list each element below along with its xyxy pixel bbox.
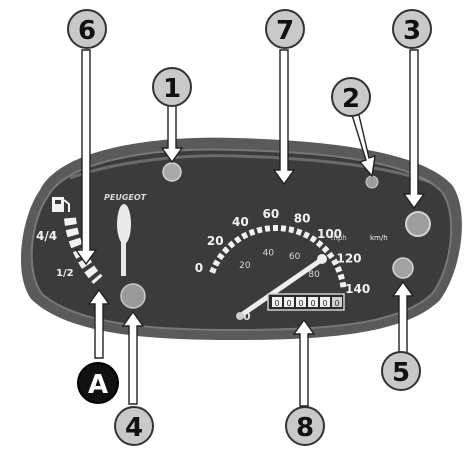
warning-light-1 — [162, 162, 182, 182]
speedometer-hub — [236, 312, 244, 320]
odometer-digit-cell — [332, 297, 342, 307]
odometer-digit-cell — [308, 297, 318, 307]
callout-2: 2 — [331, 77, 371, 117]
odometer-digit: 0 — [310, 299, 315, 308]
callout-5-label: 5 — [392, 358, 410, 388]
arrow-1 — [160, 103, 184, 164]
arrow-2 — [351, 109, 376, 178]
mph-tick-label: 40 — [263, 249, 275, 259]
arrow-6 — [74, 49, 98, 266]
speedometer-needle — [237, 255, 327, 319]
speedometer-needle-tip — [317, 254, 327, 264]
odometer-digit-cell — [296, 297, 306, 307]
warning-light-4 — [120, 283, 146, 309]
callout-3-label: 3 — [403, 16, 421, 46]
odometer-digit-cell — [284, 297, 294, 307]
odometer-digit: 0 — [286, 299, 291, 308]
speedometer-inner-zero: 0 — [243, 310, 251, 323]
callout-4: 4 — [114, 406, 154, 446]
speedometer: 0 20 40 60 80 100 120 140 20 40 60 80 km/h mph 0 — [195, 207, 388, 323]
arrow-a — [87, 288, 111, 359]
brand-logo-text: PEUGEOT — [104, 193, 147, 202]
callout-2-label: 2 — [342, 84, 360, 114]
speedometer-kmh-unit: km/h — [370, 234, 388, 242]
warning-light-2 — [365, 175, 379, 189]
callout-3: 3 — [392, 9, 432, 49]
mph-tick-label: 60 — [289, 252, 301, 262]
odometer-digit: 0 — [322, 299, 327, 308]
mph-tick-label: 80 — [308, 270, 320, 280]
housing-highlight — [69, 154, 431, 184]
callout-a: A — [77, 362, 119, 404]
fuel-half-label: 1/2 — [56, 268, 74, 279]
callout-a-label: A — [88, 370, 108, 400]
kmh-tick-label: 0 — [195, 261, 203, 275]
callout-8: 8 — [285, 406, 325, 446]
callout-7: 7 — [265, 9, 305, 49]
speedometer-mph-unit: mph — [331, 234, 347, 242]
callout-6: 6 — [67, 9, 107, 49]
odometer-digit: 0 — [298, 299, 303, 308]
arrow-7 — [272, 49, 296, 186]
callout-8-label: 8 — [296, 413, 314, 443]
odometer-digit: 0 — [274, 299, 279, 308]
callout-5: 5 — [381, 351, 421, 391]
fuel-full-label: 4/4 — [36, 229, 57, 243]
mph-tick-label: 20 — [239, 261, 251, 271]
odometer-digit-cell — [272, 297, 282, 307]
odometer-digit-cell — [320, 297, 330, 307]
speedometer-mph-scale: 20 40 60 80 — [239, 249, 320, 280]
odometer-digit: 0 — [334, 299, 339, 308]
kmh-tick-label: 120 — [336, 252, 361, 266]
fuel-pump-icon — [52, 197, 70, 212]
kmh-tick-label: 60 — [263, 207, 280, 221]
callout-7-label: 7 — [276, 16, 294, 46]
arrow-3 — [402, 49, 426, 210]
kmh-tick-label: 20 — [207, 234, 224, 248]
kmh-scale-band — [209, 224, 347, 291]
arrow-8 — [292, 318, 316, 407]
warning-light-5 — [392, 257, 414, 279]
arrow-5 — [391, 280, 415, 355]
kmh-tick-label: 40 — [232, 215, 249, 229]
callout-4-label: 4 — [125, 413, 143, 443]
callout-1-label: 1 — [163, 74, 181, 104]
speedometer-kmh-scale: 0 20 40 60 80 100 120 140 — [195, 207, 371, 296]
lion-emblem-icon — [117, 204, 131, 276]
warning-light-3 — [405, 211, 431, 237]
callout-arrows — [74, 49, 426, 407]
kmh-tick-label: 80 — [294, 211, 311, 225]
callout-1: 1 — [152, 67, 192, 107]
arrow-4 — [121, 310, 145, 405]
kmh-tick-label: 140 — [345, 282, 370, 296]
callout-6-label: 6 — [78, 16, 96, 46]
kmh-tick-label: 100 — [317, 227, 342, 241]
